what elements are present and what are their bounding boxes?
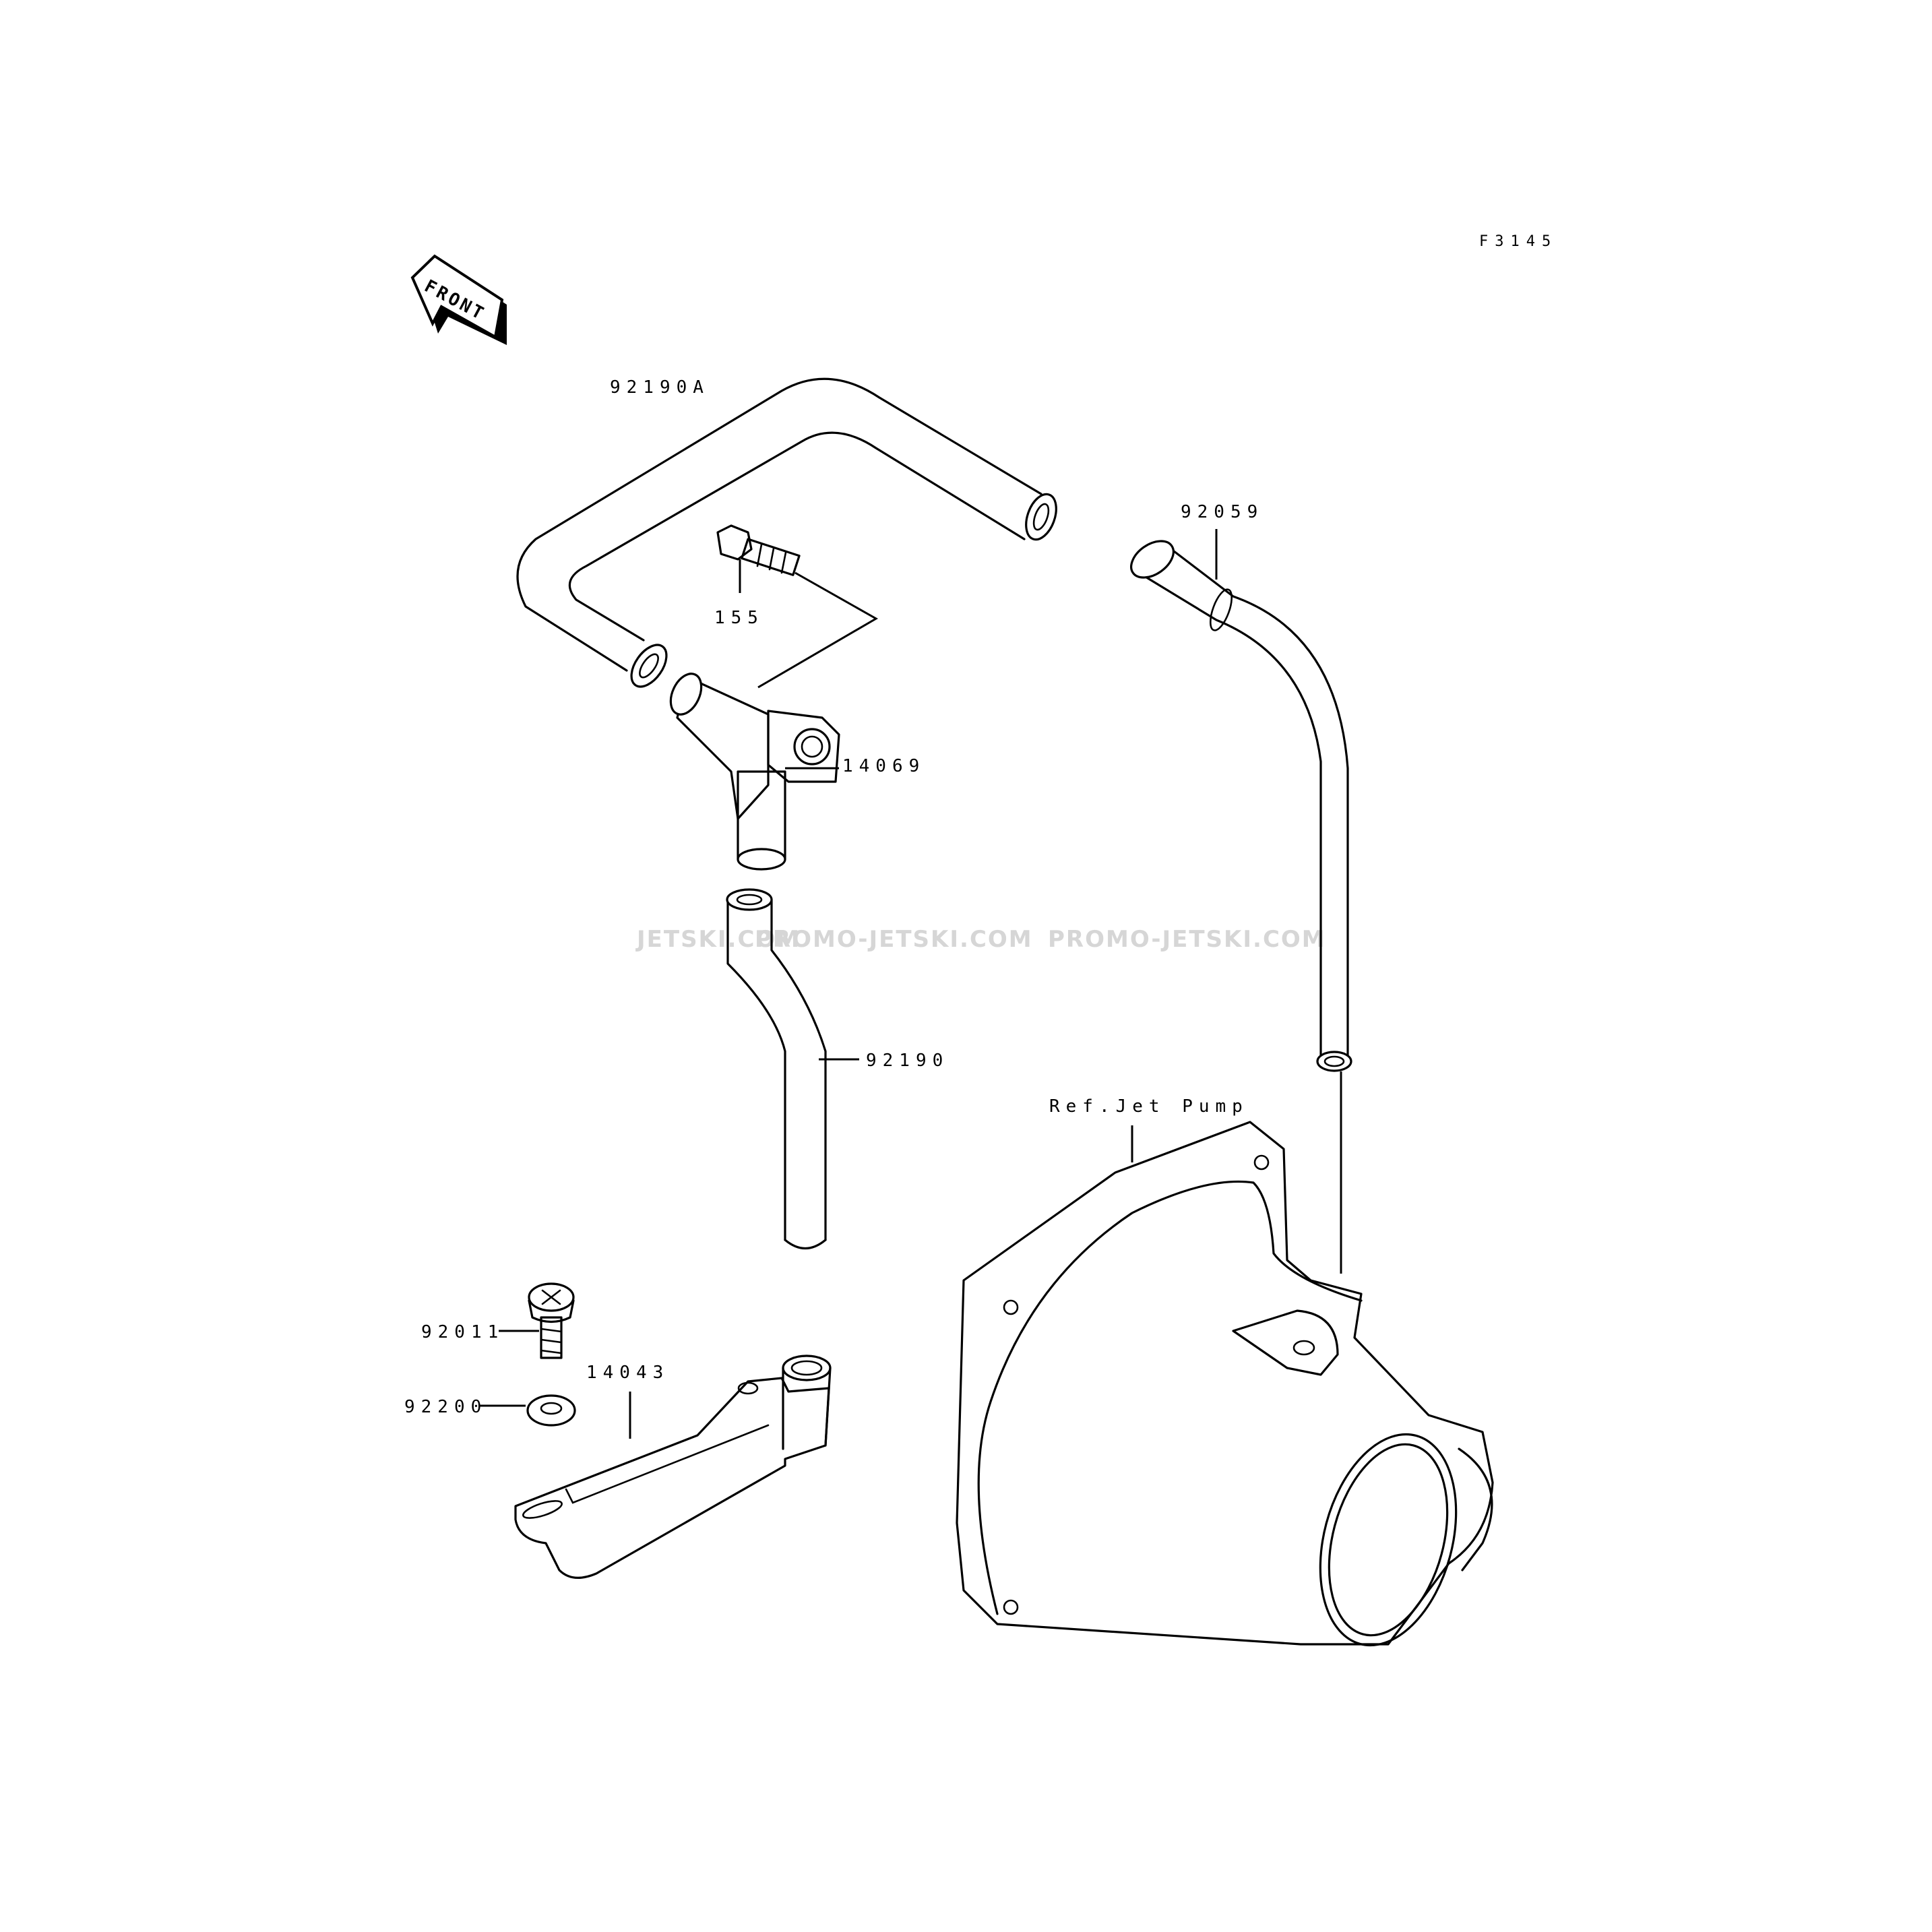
filter-14043 — [514, 1354, 832, 1579]
hose-92190 — [726, 888, 859, 1249]
label-92200: 92200 — [404, 1397, 487, 1417]
label-92011: 92011 — [421, 1322, 504, 1342]
front-arrow-icon: FRONT — [410, 254, 507, 345]
hose-92059 — [1130, 529, 1352, 1274]
bolt-155 — [716, 524, 879, 689]
watermark-3: PROMO-JETSKI.COM — [1048, 926, 1326, 953]
hose-92190a — [516, 377, 1057, 688]
washer-92200 — [480, 1394, 576, 1427]
label-92190a: 92190A — [610, 377, 710, 398]
fitting-14069 — [669, 673, 840, 871]
label-14043: 14043 — [586, 1363, 669, 1383]
diagram-code: F3145 — [1479, 233, 1557, 250]
label-14069: 14069 — [842, 756, 925, 776]
label-92190: 92190 — [866, 1051, 949, 1071]
jet-pump-reference — [956, 1121, 1494, 1647]
label-ref-jet-pump: Ref.Jet Pump — [1049, 1096, 1249, 1117]
screw-92011 — [499, 1282, 575, 1359]
watermark-2: PROMO-JETSKI.COM — [755, 926, 1033, 953]
label-92059: 92059 — [1181, 502, 1264, 522]
label-155: 155 — [714, 608, 764, 628]
